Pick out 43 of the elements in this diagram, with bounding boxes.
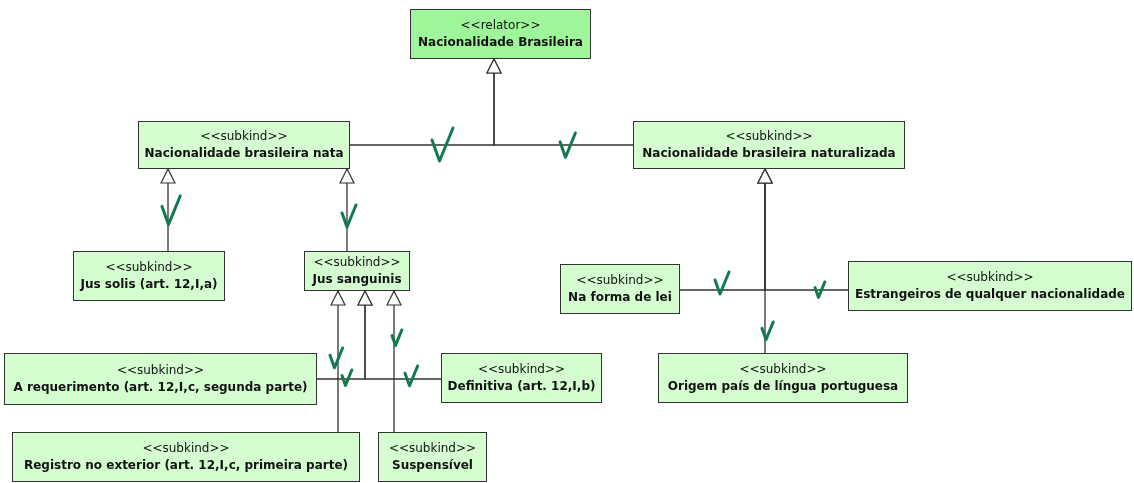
generalization-arrow [757,168,773,354]
generalization-arrow [357,290,442,380]
stereotype-label: <<subkind>> [142,440,230,457]
stereotype-label: <<subkind>> [477,361,566,378]
class-box [633,121,905,169]
generalization-arrow [486,58,634,146]
generalization-arrow [330,290,346,433]
stereotype-label: <<subkind>> [200,128,288,145]
stereotype-label: <<subkind>> [313,254,401,271]
class-box [378,432,487,482]
stereotype-label: <<subkind>> [105,259,193,276]
class-name: A requerimento (art. 12,I,c, segunda parte) [13,379,308,396]
class-box [560,264,680,314]
class-name: Nacionalidade brasileira naturalizada [642,145,896,162]
class-name: Nacionalidade Brasileira [418,34,583,51]
stereotype-label: <<subkind>> [739,361,827,378]
generalization-arrow [160,168,176,252]
class-box [4,353,317,405]
stereotype-label: <<relator>> [460,17,541,34]
class-name: Jus solis (art. 12,I,a) [80,276,218,293]
class-box [138,121,350,169]
class-name: Estrangeiros de qualquer nacionalidade [855,286,1125,303]
stereotype-label: <<subkind>> [388,440,477,457]
class-name: Registro no exterior (art. 12,I,c, primeira parte) [24,457,348,474]
class-box [304,251,410,291]
class-name: Origem país de língua portuguesa [667,378,899,395]
class-name: Jus sanguinis [312,271,402,288]
generalization-arrow [386,290,402,433]
stereotype-label: <<subkind>> [116,362,205,379]
class-name: Nacionalidade brasileira nata [144,145,344,162]
class-box [12,432,360,482]
class-name: Na forma de lei [568,289,672,306]
stereotype-label: <<subkind>> [576,272,664,289]
class-box [658,353,908,403]
class-box [410,9,591,59]
class-box [848,261,1132,311]
class-box [73,251,225,301]
class-box [441,353,602,403]
generalization-arrow [339,168,355,252]
class-name: Suspensível [392,457,473,474]
stereotype-label: <<subkind>> [946,269,1034,286]
stereotype-label: <<subkind>> [725,128,813,145]
class-name: Definitiva (art. 12,I,b) [447,378,596,395]
